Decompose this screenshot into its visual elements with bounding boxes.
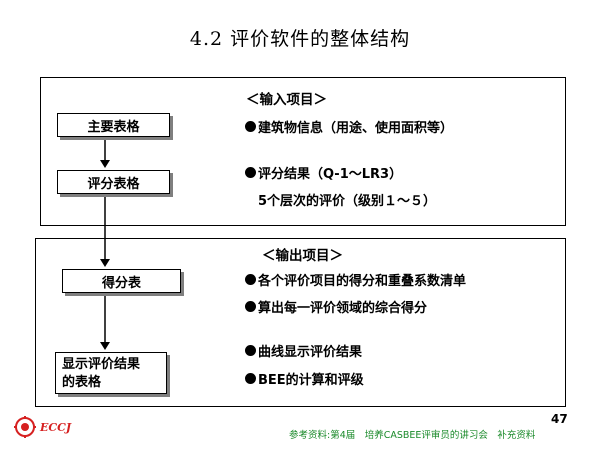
eccj-logo: ECCJ	[14, 413, 74, 441]
scoring-table-box: 评分表格	[57, 170, 170, 194]
input-panel	[40, 77, 566, 226]
input-item-five-level: 5个层次的评价（级别１～５）	[258, 194, 437, 209]
input-item-building-info: 建筑物信息（用途、使用面积等）	[245, 117, 453, 136]
output-item-score-list: 各个评价项目的得分和重叠系数清单	[245, 270, 466, 289]
result-display-line-1: 显示评价结果	[62, 357, 141, 372]
page-number: 47	[551, 412, 568, 426]
bullet-icon	[245, 373, 256, 384]
output-item-bee-rating: BEE的计算和评级	[245, 369, 364, 388]
output-item-overall-score: 算出每一评价领域的综合得分	[245, 297, 427, 316]
bullet-icon	[245, 167, 256, 178]
bullet-icon	[245, 274, 256, 285]
bullet-icon	[245, 345, 256, 356]
score-table-box: 得分表	[62, 269, 181, 293]
footer-text: 参考资料:第4届 培养CASBEE评审员的讲习会 补充资料	[289, 430, 536, 441]
output-section-heading: ＜输出项目＞	[262, 248, 343, 264]
eccj-logo-icon	[14, 416, 36, 438]
logo-text: ECCJ	[40, 420, 72, 434]
input-section-heading: ＜输入项目＞	[246, 92, 327, 108]
output-item-curve-display: 曲线显示评价结果	[245, 341, 362, 360]
page-title: 4.2 评价软件的整体结构	[189, 28, 411, 50]
main-table-box: 主要表格	[57, 113, 170, 137]
bullet-icon	[245, 121, 256, 132]
bullet-icon	[245, 301, 256, 312]
result-display-table-box: 显示评价结果 的表格	[55, 352, 167, 394]
input-item-scoring-result: 评分结果（Q-1～LR3）	[245, 163, 402, 182]
result-display-line-2: 的表格	[62, 375, 102, 390]
